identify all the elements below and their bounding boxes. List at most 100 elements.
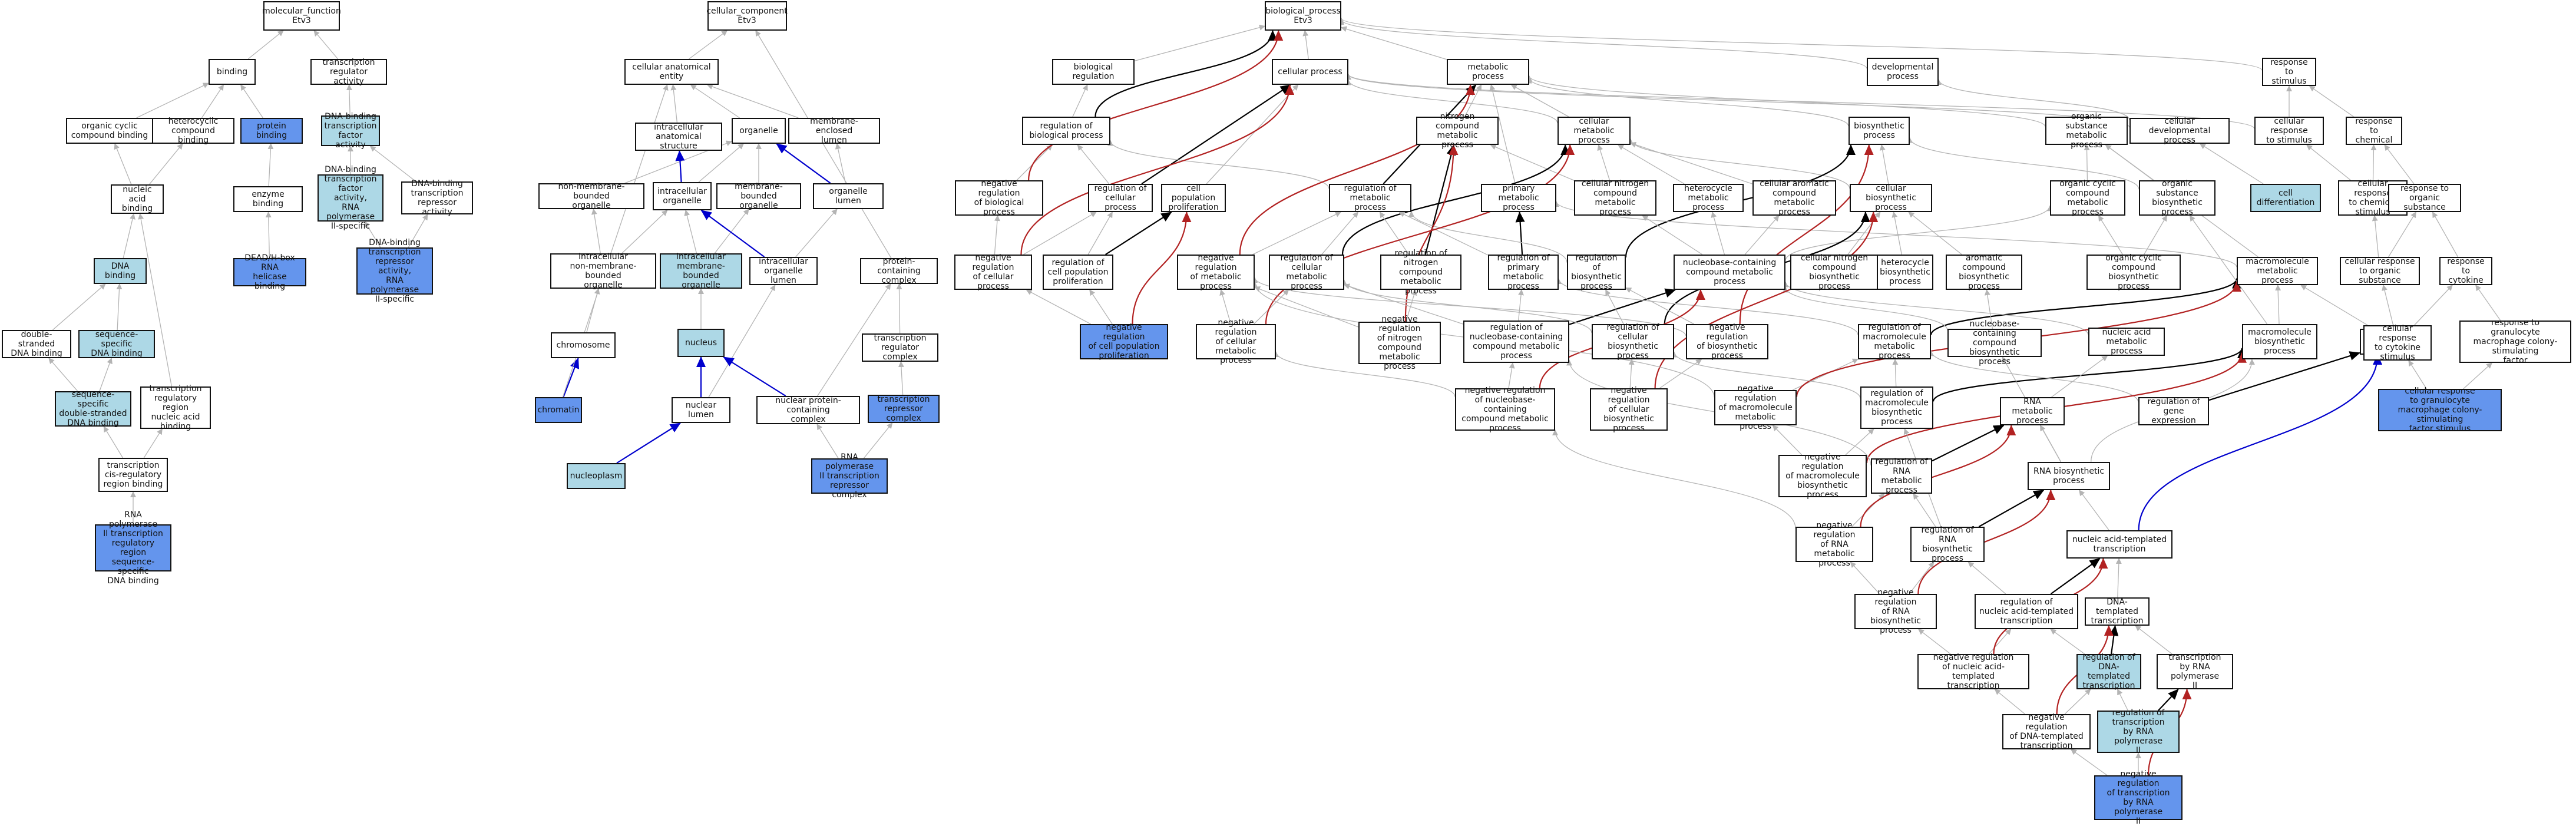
- edge-black: [1930, 277, 2241, 335]
- go-term-node: cellular developmental process: [2129, 117, 2230, 145]
- edge-gray: [1219, 289, 1231, 325]
- go-term-node: biosynthetic process: [1848, 117, 1910, 145]
- go-term-node: negative regulation of cellular metaboli…: [1196, 318, 1276, 365]
- edge-gray: [1892, 212, 1902, 255]
- edge-gray: [2199, 143, 2264, 184]
- go-term-node: negative regulation of nucleobase-contai…: [1455, 386, 1555, 433]
- go-term-node: protein-containing complex: [860, 257, 938, 285]
- edge-red: [1404, 144, 1459, 322]
- edge-gray: [994, 215, 1000, 255]
- go-term-node: DNA-binding transcription factor activit…: [321, 112, 380, 150]
- edge-gray: [2079, 490, 2109, 531]
- edge-gray: [1597, 144, 1611, 181]
- edge-gray: [2115, 558, 2122, 598]
- edge-gray: [1879, 144, 1889, 184]
- go-term-node: transcription cis-regulatory region bind…: [98, 458, 168, 492]
- edge-gray: [591, 209, 601, 254]
- edge-gray: [346, 84, 352, 116]
- edge-gray: [1518, 289, 1525, 321]
- go-term-node: nucleoplasm: [567, 463, 626, 489]
- go-term-node: transcription repressor complex: [868, 395, 940, 423]
- edge-gray: [2144, 215, 2167, 255]
- edge-gray: [1252, 212, 1342, 255]
- edge-gray: [2309, 85, 2354, 117]
- edge-gray: [1845, 428, 1874, 455]
- go-term-node: negative regulation of metabolic process: [1177, 253, 1255, 291]
- edge-gray: [1625, 288, 1694, 325]
- go-term-node: negative regulation of cellular biosynth…: [1590, 386, 1668, 433]
- edge-gray: [1508, 362, 1515, 389]
- edge-gray: [670, 84, 678, 123]
- go-term-node: regulation of gene expression: [2138, 397, 2209, 425]
- edge-gray: [1338, 19, 1867, 69]
- go-term-node: RNA polymerase II transcription represso…: [811, 452, 888, 500]
- go-term-node: nuclear protein-containing complex: [756, 396, 860, 424]
- edge-black: [1141, 84, 1291, 184]
- go-term-node: cell population proliferation: [1161, 184, 1226, 212]
- go-term-node: negative regulation of biological proces…: [955, 179, 1043, 217]
- go-term-node: negative regulation of RNA metabolic pro…: [1795, 521, 1873, 568]
- go-term-node: response to cytokine: [2439, 257, 2492, 285]
- go-term-node: response to granulocyte macrophage colon…: [2459, 318, 2571, 365]
- edge-gray: [1107, 140, 1330, 189]
- edge-blue: [563, 358, 580, 398]
- go-term-node: organic cyclic compound metabolic proces…: [2050, 179, 2125, 217]
- edge-gray: [1988, 629, 2012, 655]
- edge-gray: [1302, 30, 1309, 60]
- edge-gray: [2135, 625, 2172, 655]
- edge-gray: [201, 84, 224, 118]
- go-term-node: regulation of macromolecule biosynthetic…: [1860, 386, 1933, 429]
- go-term-node: nucleic acid metabolic process: [2088, 328, 2165, 356]
- go-term-node: negative regulation of macromolecule met…: [1714, 384, 1797, 431]
- edge-gray: [1913, 493, 1936, 527]
- edge-blue: [723, 356, 786, 397]
- go-term-node: DEAD/H-box RNA helicase binding: [233, 253, 306, 291]
- go-term-node: nucleobase-containing compound biosynthe…: [1947, 319, 2042, 366]
- edge-gray: [1254, 289, 1289, 325]
- edge-gray: [1984, 289, 1993, 329]
- go-term-node: response to chemical: [2346, 117, 2402, 145]
- go-term-node: cellular response to organic substance: [2340, 257, 2420, 285]
- go-term-node: DNA binding: [94, 258, 147, 284]
- go-term-node: macromolecule biosynthetic process: [2242, 324, 2317, 359]
- edge-red: [1132, 212, 1192, 325]
- edge-gray: [1928, 350, 2139, 403]
- go-term-node: regulation of RNA metabolic process: [1871, 457, 1932, 495]
- edge-gray: [1408, 210, 1568, 263]
- edge-gray: [2384, 144, 2415, 184]
- edge-gray: [863, 422, 893, 459]
- edge-gray: [114, 143, 132, 185]
- edge-gray: [52, 283, 106, 331]
- edge-gray: [136, 82, 209, 118]
- go-term-node: DNA-binding transcription repressor acti…: [356, 238, 433, 304]
- go-term-node: nucleobase-containing compound metabolic…: [1674, 255, 1785, 290]
- edge-gray: [2408, 360, 2427, 389]
- edge-black: [1341, 144, 1570, 255]
- go-term-node: negative regulation of cell population p…: [1080, 323, 1168, 361]
- go-term-node: cellular metabolic process: [1557, 117, 1631, 145]
- go-term-node: cellular response to stimulus: [2254, 117, 2324, 145]
- edge-gray: [1379, 212, 1410, 255]
- go-term-node: negative regulation of macromolecule bio…: [1778, 452, 1867, 500]
- edge-gray: [1628, 138, 1850, 189]
- edge-gray: [1711, 212, 1725, 255]
- edge-blue: [700, 210, 765, 257]
- edge-gray: [795, 209, 838, 257]
- edge-gray: [1398, 212, 1489, 256]
- edge-gray: [1783, 286, 1948, 331]
- edge-gray: [369, 146, 416, 182]
- edge-gray: [1345, 79, 1558, 124]
- go-term-node: biological_process Etv3: [1265, 1, 1341, 31]
- go-term-node: nucleic acid-templated transcription: [2066, 530, 2172, 559]
- edge-gray: [755, 30, 892, 259]
- go-term-node: metabolic process: [1447, 59, 1529, 85]
- edge-blue: [616, 422, 681, 464]
- go-term-node: cellular response to cytokine stimulus: [2363, 324, 2432, 362]
- edge-gray: [364, 221, 381, 248]
- go-term-node: nucleic acid binding: [111, 184, 164, 214]
- go-term-node: intracellular anatomical structure: [635, 123, 722, 151]
- go-term-node: enzyme binding: [233, 186, 303, 212]
- go-term-node: organelle lumen: [813, 183, 884, 209]
- go-term-node: cellular biosynthetic process: [1850, 184, 1932, 212]
- go-term-node: negative regulation of biosynthetic proc…: [1686, 323, 1768, 361]
